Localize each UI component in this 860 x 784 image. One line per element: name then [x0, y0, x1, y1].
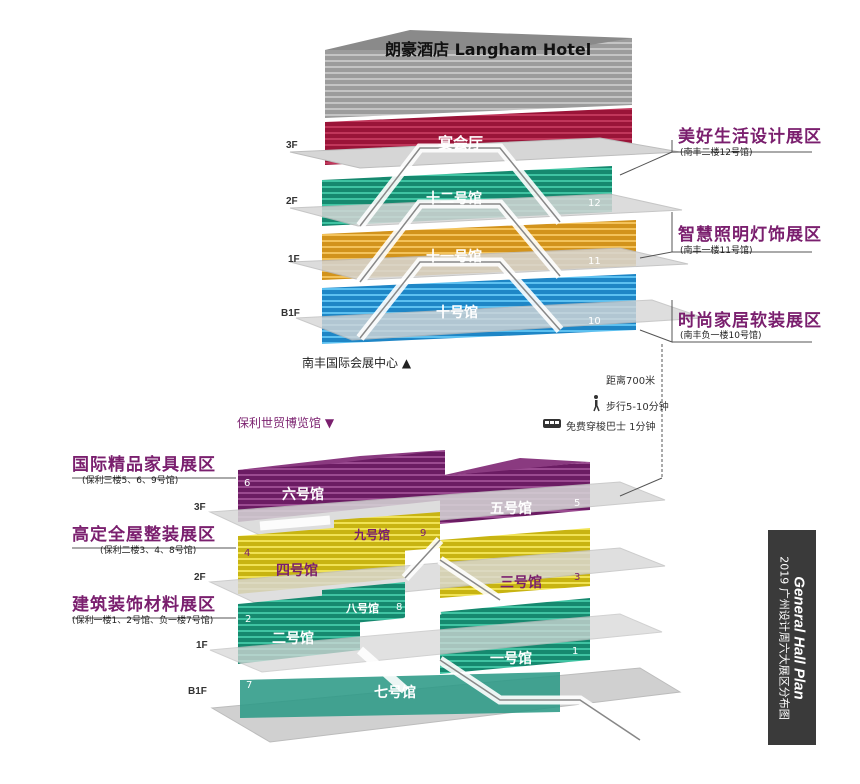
hall-10-number: 10: [588, 316, 601, 327]
north-floor-2f: 2F: [286, 196, 298, 207]
walk-text: 步行5-10分钟: [606, 402, 669, 413]
hotel-tower: [325, 38, 632, 118]
south-escalators: [259, 515, 643, 744]
hall-2-number: 2: [245, 614, 252, 625]
hall-6-number: 6: [244, 478, 251, 489]
hall-7-number: 7: [246, 680, 253, 691]
hall-2-label: 二号馆: [272, 631, 314, 647]
distance-text: 距离700米: [606, 376, 656, 387]
zone-soft-furnishing-title: 时尚家居软装展区: [678, 311, 822, 331]
hall-8-label: 八号馆: [346, 602, 379, 615]
hall-10-label: 十号馆: [436, 305, 478, 321]
hall-9-number: 9: [420, 528, 427, 539]
hall-12-label: 十二号馆: [426, 191, 482, 207]
zone-connectors-north: [619, 140, 812, 478]
hall-5-number: 5: [574, 498, 581, 509]
plan-title-box: [768, 530, 816, 745]
hall-11-number: 11: [588, 256, 601, 267]
poly-location: 保利世贸博览馆 ▼: [237, 416, 335, 430]
zone-whole-house-sub: (保利二楼3、4、8号馆): [100, 546, 197, 556]
south-building: [208, 450, 682, 744]
hall-3-number: 3: [574, 572, 581, 583]
hotel-tower-top: [325, 30, 632, 50]
hotel-title: 朗豪酒店 Langham Hotel: [385, 40, 592, 59]
hall-5-label: 五号馆: [490, 501, 532, 517]
zone-smart-lighting-title: 智慧照明灯饰展区: [678, 225, 822, 245]
north-building: [289, 30, 705, 344]
hall-6-top: [238, 450, 445, 470]
zone-connectors-south: [72, 477, 663, 619]
hall-9-label: 九号馆: [354, 528, 391, 542]
zone-smart-lighting-sub: (南丰一楼11号馆): [680, 246, 753, 256]
south-floor-1f: 1F: [196, 640, 208, 651]
hall-4-number: 4: [244, 548, 251, 559]
zone-furniture-sub: (保利三楼5、6、9号馆): [82, 476, 179, 486]
hall-4-label: 四号馆: [276, 563, 318, 579]
zone-lifestyle-design-sub: (南丰二楼12号馆): [680, 148, 753, 158]
hall-6-label: 六号馆: [282, 487, 324, 503]
nanfeng-location: 南丰国际会展中心 ▲: [302, 356, 412, 370]
north-floor-1f: 1F: [288, 254, 300, 265]
slab-2f-north: [289, 193, 683, 227]
north-floor-b1f: B1F: [281, 308, 300, 319]
hall-12-number: 12: [588, 198, 601, 209]
hall-11-label: 十一号馆: [426, 249, 482, 265]
south-floor-b1f: B1F: [188, 686, 207, 697]
bus-text: 免费穿梭巴士 1分钟: [566, 422, 656, 433]
zone-lifestyle-design-title: 美好生活设计展区: [678, 127, 822, 147]
south-floor-3f: 3F: [194, 502, 206, 513]
slab-1f-south: [209, 613, 663, 673]
bus-icon: [543, 419, 561, 428]
zone-whole-house-title: 高定全屋整装展区: [72, 525, 216, 545]
hall-1-label: 一号馆: [490, 651, 532, 667]
plan-title-cn: 2019 广州设计周六大展区分布图: [777, 556, 791, 720]
north-floor-3f: 3F: [286, 140, 298, 151]
zone-materials-title: 建筑装饰材料展区: [72, 595, 216, 615]
hall-7-label: 七号馆: [374, 685, 416, 701]
plan-title-en: General Hall Plan: [790, 576, 808, 700]
hall-8-number: 8: [396, 602, 403, 613]
zone-soft-furnishing-sub: (南丰负一楼10号馆): [680, 331, 762, 341]
hall-3-label: 三号馆: [500, 575, 542, 591]
banquet-hall-label: 宴会厅: [438, 134, 484, 152]
south-floor-2f: 2F: [194, 572, 206, 583]
zone-materials-sub: (保利一楼1、2号馆、负一楼7号馆): [72, 616, 214, 626]
zone-furniture-title: 国际精品家具展区: [72, 455, 216, 475]
hall-1-number: 1: [572, 646, 579, 657]
plan-title: General Hall Plan 2019 广州设计周六大展区分布图: [777, 556, 808, 720]
walk-icon: [593, 395, 600, 412]
hall-5-top: [440, 458, 590, 476]
